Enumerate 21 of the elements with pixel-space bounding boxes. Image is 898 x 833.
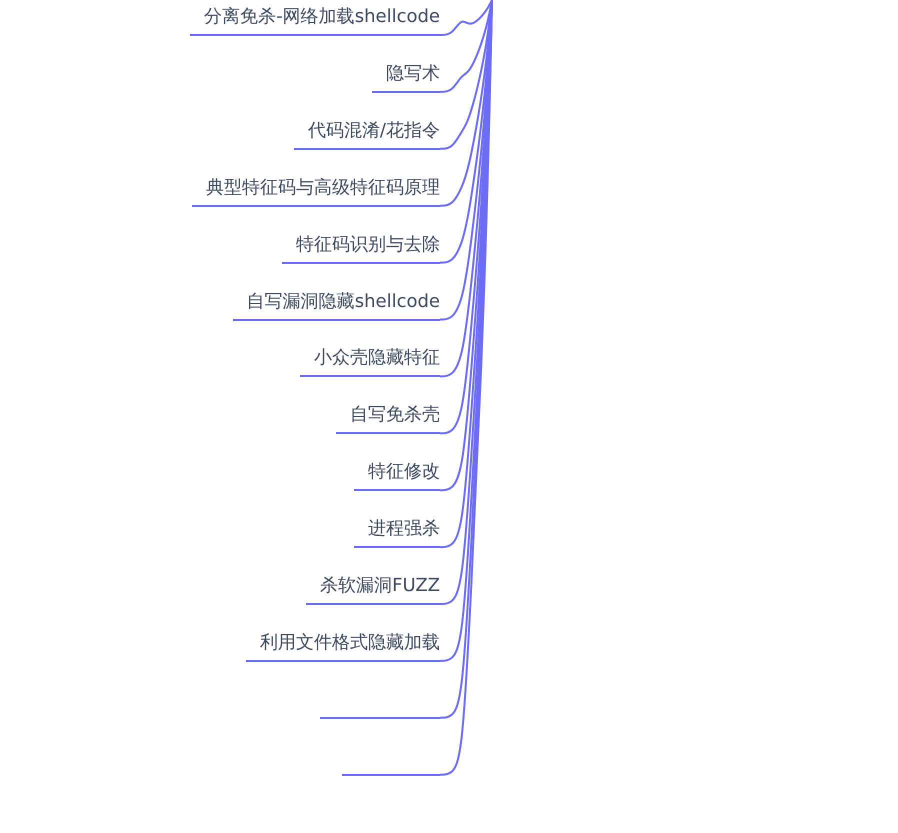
branch-underline — [190, 4, 440, 36]
branch-label: 自写免杀壳 — [350, 403, 440, 428]
branch-label: 隐写术 — [386, 62, 440, 86]
branch-underline — [354, 459, 440, 492]
branch-underline — [300, 345, 440, 378]
branch-label: 特征码识别与去除 — [296, 232, 440, 257]
branch-connector — [440, 0, 493, 93]
branch-label: 特征修改 — [368, 460, 440, 484]
branch-label: 代码混淆/花指令 — [308, 118, 440, 143]
branch-underline — [354, 516, 440, 548]
branch-label: 利用文件格式隐藏加载 — [260, 630, 440, 655]
branch-label: 自写漏洞隐藏shellcode — [246, 290, 440, 314]
branch-underline — [336, 402, 440, 434]
branch-label: 杀软漏洞FUZZ — [320, 574, 440, 598]
branch-underline — [192, 174, 440, 207]
branch-underline — [306, 573, 440, 605]
branch-label: 进程强杀 — [368, 517, 440, 542]
branch-label: 分离免杀-网络加载shellcode — [204, 5, 440, 29]
branch-connector — [440, 0, 493, 36]
branch-label: 典型特征码与高级特征码原理 — [206, 176, 440, 200]
branch-label: 小众壳隐藏特征 — [314, 346, 440, 370]
